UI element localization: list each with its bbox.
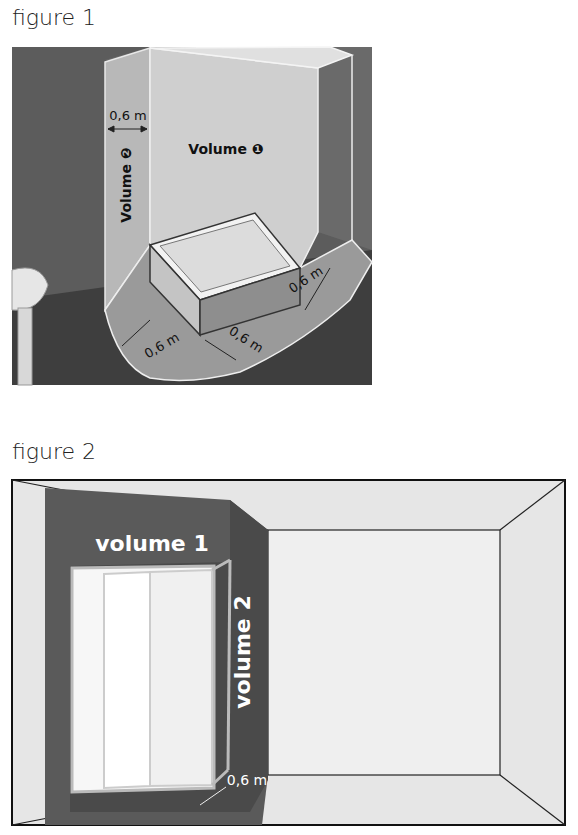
- zone-label: Volume ❶: [188, 142, 263, 157]
- figure-caption: figure 2: [12, 440, 96, 464]
- zone-label: Volume ❷: [119, 147, 134, 222]
- shower-figure-2: [12, 480, 565, 825]
- dimension-label: 0,6 m: [227, 773, 267, 788]
- figure-caption: figure 1: [12, 6, 96, 30]
- bathroom-figure-1: [12, 47, 372, 385]
- zone-label: volume 2: [231, 595, 255, 708]
- dimension-label: 0,6 m: [109, 109, 146, 123]
- zone-label: volume 1: [95, 532, 208, 556]
